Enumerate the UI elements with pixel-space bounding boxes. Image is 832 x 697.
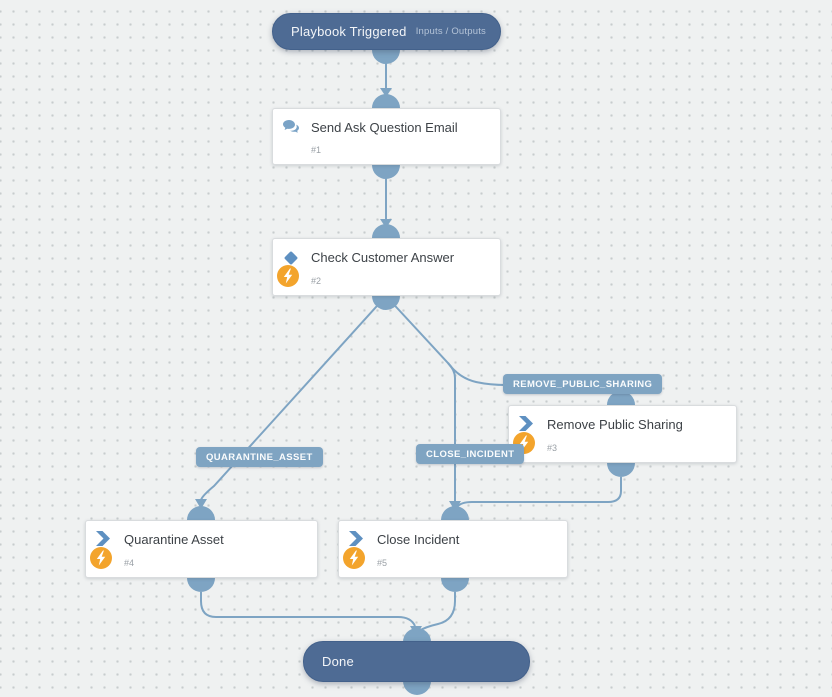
lightning-bolt-icon [277,265,299,292]
port-rps-out [607,463,635,477]
task-id-badge: #1 [311,145,322,155]
chevron-right-task-icon [348,531,364,551]
task-title: Check Customer Answer [311,250,455,265]
task-id-badge: #4 [124,558,135,568]
arrowhead-icon [195,499,207,509]
chevron-right-task-icon [518,416,534,436]
arrowhead-icon [449,501,461,511]
task-id-badge: #3 [547,443,558,453]
edge-label-remove-public-sharing[interactable]: REMOVE_PUBLIC_SHARING [503,374,663,394]
diamond-condition-icon [282,249,300,272]
port-done-out [403,681,431,695]
done-title: Done [322,654,354,669]
chevron-right-task-icon [95,531,111,551]
playbook-done-node[interactable]: Done [303,641,530,682]
port-check-out [372,296,400,310]
port-quarantine-out [187,578,215,592]
edge-check-to-quarantine [200,295,387,501]
chat-bubbles-icon [282,119,301,140]
edge-quarantine-to-done [200,592,416,627]
arrowhead-icon [410,626,422,636]
edge-rps-to-close [456,477,622,508]
trigger-title: Playbook Triggered [291,24,407,39]
port-check-in [372,224,400,238]
inputs-outputs-link[interactable]: Inputs / Outputs [415,26,486,37]
task-title: Send Ask Question Email [311,120,458,135]
task-id-badge: #5 [377,558,388,568]
lightning-bolt-icon [343,547,365,574]
port-send-in [372,94,400,108]
condition-node-check-customer-answer[interactable]: Check Customer Answer #2 [272,238,501,296]
playbook-trigger-node[interactable]: Playbook Triggered Inputs / Outputs [272,13,501,50]
edge-check-to-rps [447,362,507,386]
task-node-send-ask-question-email[interactable]: Send Ask Question Email #1 [272,108,501,165]
edge-label-quarantine-asset[interactable]: QUARANTINE_ASSET [196,447,323,467]
port-send-out [372,165,400,179]
edge-label-close-incident[interactable]: CLOSE_INCIDENT [416,444,525,464]
task-title: Remove Public Sharing [547,417,683,432]
task-title: Close Incident [377,532,460,547]
port-done-in [403,628,431,642]
task-node-quarantine-asset[interactable]: Quarantine Asset #4 [85,520,318,578]
port-close-in [441,506,469,520]
task-node-remove-public-sharing[interactable]: Remove Public Sharing #3 [508,405,737,463]
port-quarantine-in [187,506,215,520]
port-trigger-out [372,50,400,64]
port-close-out [441,578,469,592]
edge-close-to-done [418,592,456,632]
task-id-badge: #2 [311,276,322,286]
lightning-bolt-icon [90,547,112,574]
task-title: Quarantine Asset [124,532,224,547]
arrowhead-icon [380,219,392,228]
edge-check-to-close [385,295,456,501]
arrowhead-icon [380,88,392,97]
task-node-close-incident[interactable]: Close Incident #5 [338,520,568,578]
